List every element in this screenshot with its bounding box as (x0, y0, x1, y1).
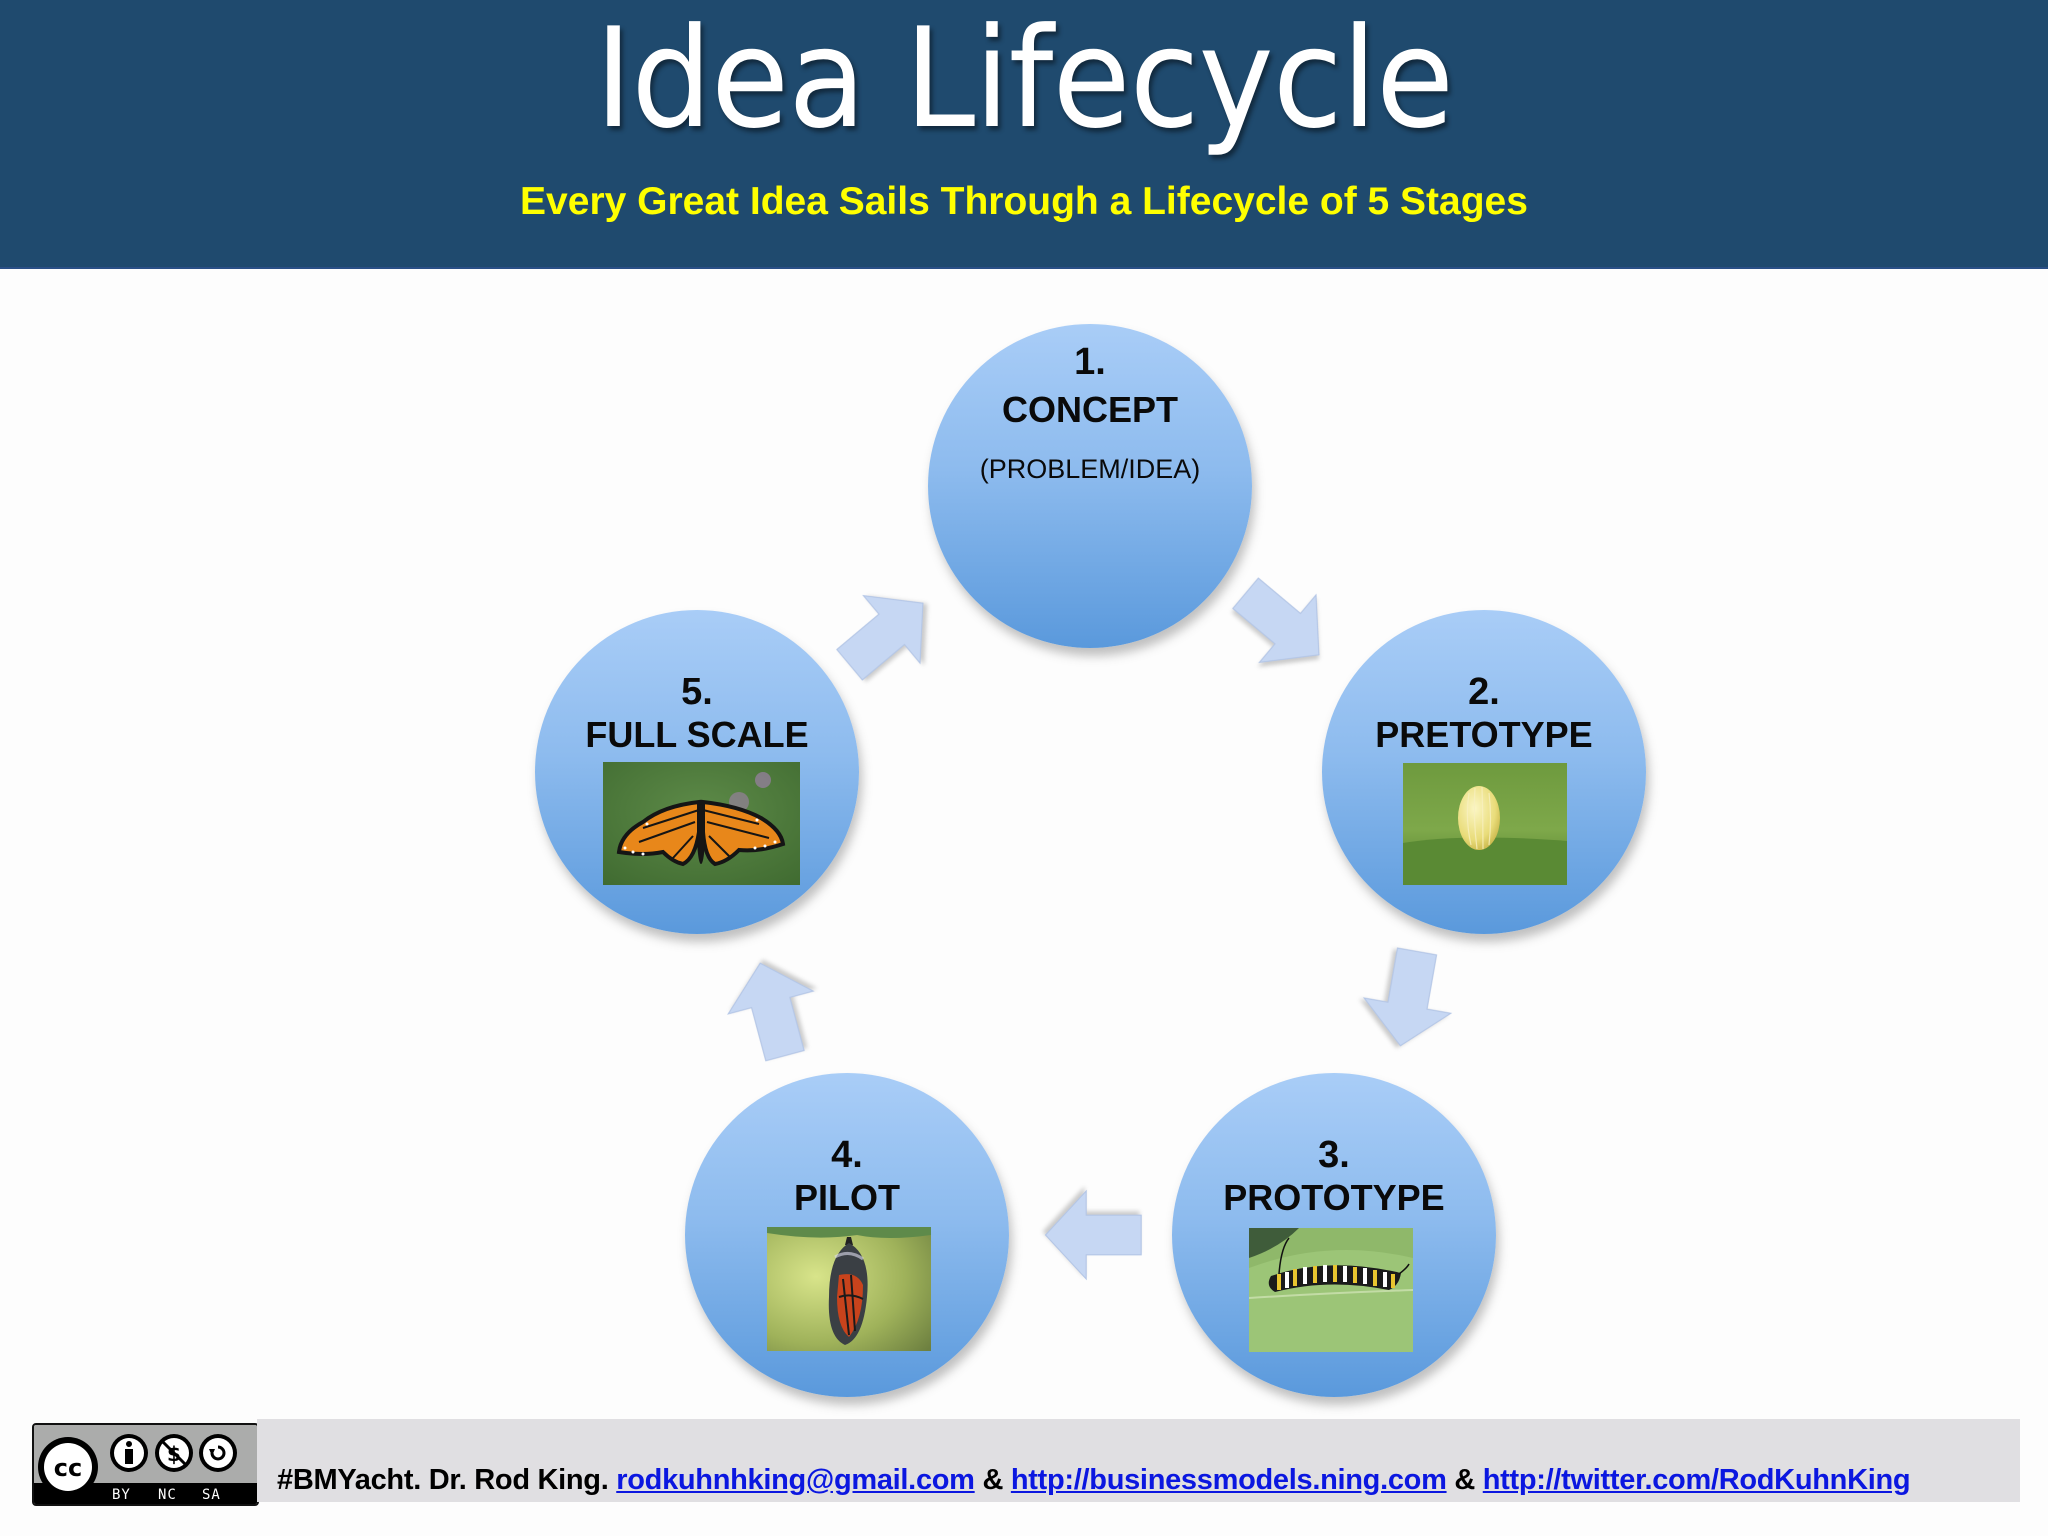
monarch-butterfly-photo (603, 762, 800, 885)
credit-text: #BMYacht. Dr. Rod King. (277, 1464, 609, 1496)
stage-full-scale-circle: 5. FULL SCALE (535, 610, 859, 934)
stage-prototype-circle: 3. PROTOTYPE (1172, 1073, 1496, 1397)
page-title: Idea Lifecycle (594, 0, 1454, 159)
sa-icon (199, 1434, 237, 1472)
businessmodels-link[interactable]: http://businessmodels.ning.com (1010, 1464, 1447, 1496)
stage-concept-circle: 1. CONCEPT (PROBLEM/IDEA) (928, 324, 1252, 648)
email-link[interactable]: rodkuhnhking@gmail.com (616, 1464, 975, 1496)
page-subtitle: Every Great Idea Sails Through a Lifecyc… (520, 180, 1528, 223)
arrow-full-scale-to-concept-icon (830, 580, 940, 690)
sa-label: SA (202, 1487, 221, 1503)
stage-name: PILOT (794, 1177, 900, 1218)
footer-band (257, 1419, 2020, 1502)
stage-number: 4. (831, 1134, 863, 1176)
by-label: BY (112, 1487, 131, 1503)
stage-name: FULL SCALE (585, 714, 809, 755)
stage-number: 3. (1318, 1134, 1350, 1176)
by-icon (110, 1434, 148, 1472)
separator: & (1454, 1464, 1475, 1496)
stage-number: 5. (681, 671, 713, 713)
svg-text:cc: cc (54, 1454, 82, 1482)
cc-icon: cc (38, 1437, 98, 1497)
stage-pilot-circle: 4. PILOT (685, 1073, 1009, 1397)
twitter-link[interactable]: http://twitter.com/RodKuhnKing (1482, 1464, 1911, 1496)
monarch-egg-photo (1403, 763, 1567, 885)
nc-icon: $ (155, 1434, 193, 1472)
arrow-pilot-to-full-scale-icon (718, 956, 828, 1066)
separator: & (982, 1464, 1004, 1496)
stage-subtitle: (PROBLEM/IDEA) (979, 454, 1201, 484)
arrow-pretotype-to-prototype-icon (1354, 942, 1464, 1052)
monarch-chrysalis-photo (767, 1227, 931, 1351)
stage-name: PROTOTYPE (1223, 1177, 1445, 1218)
stage-number: 1. (1074, 341, 1106, 383)
monarch-caterpillar-photo (1249, 1228, 1413, 1352)
header-banner: Idea Lifecycle Every Great Idea Sails Th… (0, 0, 2048, 269)
stage-number: 2. (1468, 671, 1500, 713)
stage-name: PRETOTYPE (1375, 714, 1593, 755)
footer-credits: #BMYacht. Dr. Rod King. rodkuhnhking@gma… (277, 1461, 1911, 1499)
stage-pretotype-circle: 2. PRETOTYPE (1322, 610, 1646, 934)
stage-name: CONCEPT (1001, 389, 1178, 430)
cc-license-badge[interactable]: cc $ BY NC SA (32, 1423, 259, 1506)
nc-label: NC (158, 1487, 177, 1503)
arrow-concept-to-pretotype-icon (1226, 568, 1336, 678)
arrow-prototype-to-pilot-icon (1040, 1180, 1150, 1290)
